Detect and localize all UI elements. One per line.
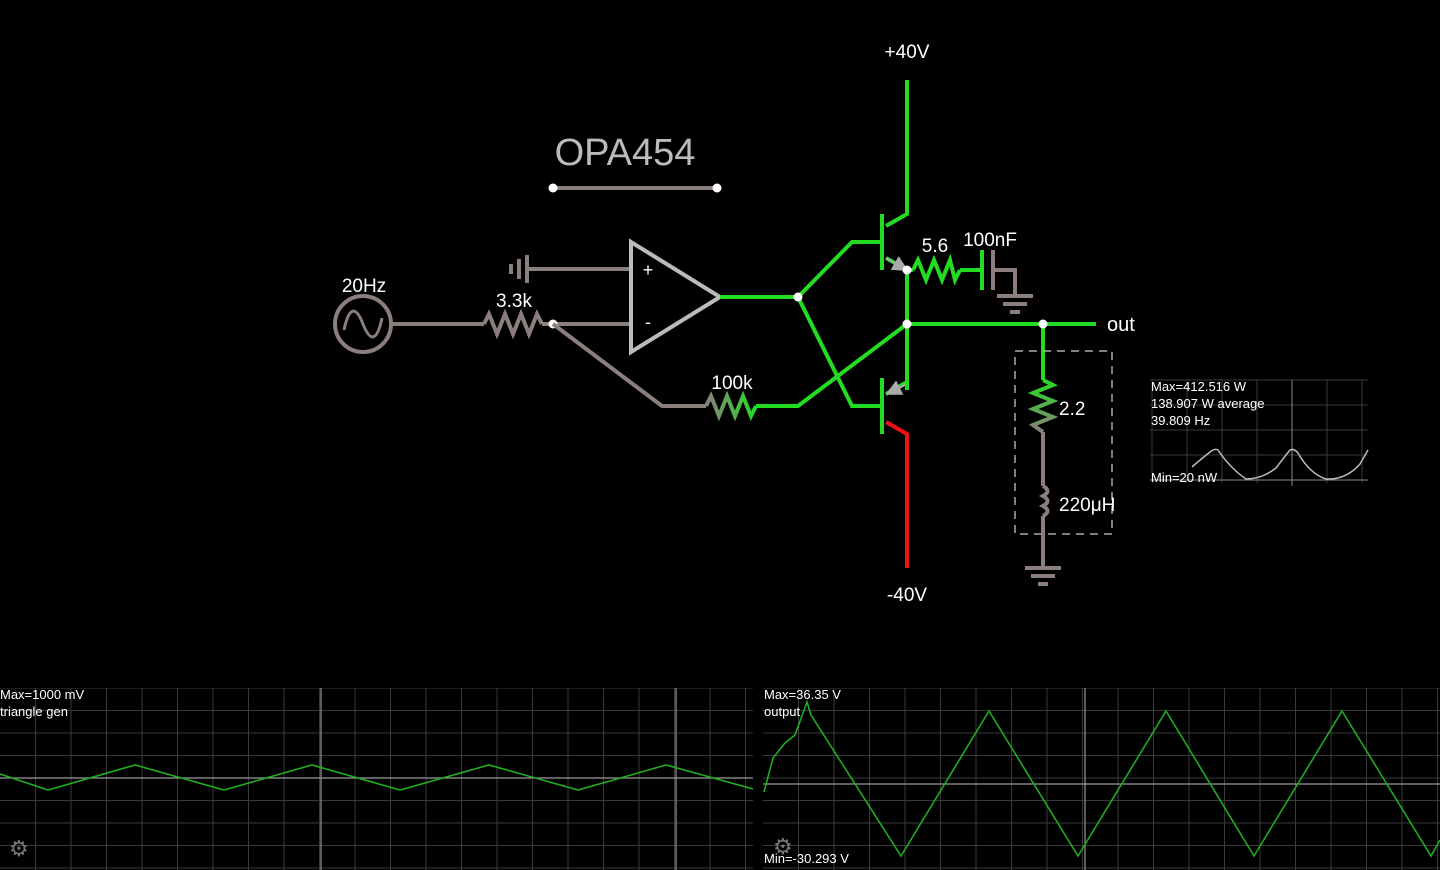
source-frequency-label: 20Hz [342,276,386,297]
speaker-load[interactable]: 2.2 220μH [1014,350,1115,586]
scope-right-max: Max=36.35 V [764,687,841,702]
inductor-load-label: 220μH [1059,495,1115,516]
ground-plus-input[interactable] [509,255,631,283]
scope-right-min: Min=-30.293 V [764,851,849,866]
opamp[interactable]: + - [629,238,724,356]
wire-feedback[interactable] [551,322,706,408]
node-opamp-out[interactable] [793,292,803,302]
power-frequency: 39.809 Hz [1151,413,1211,428]
power-max: Max=412.516 W [1151,379,1247,394]
scope-right-trace [763,699,1440,858]
resistor-input-label: 3.3k [496,291,532,312]
gear-icon[interactable]: ⚙ [773,834,793,859]
live-wires[interactable] [720,80,1096,408]
opamp-title-text: OPA454 [555,132,696,174]
node-output[interactable] [902,319,912,329]
scope-left-max: Max=1000 mV [0,687,85,702]
opamp-title[interactable]: OPA454 [548,132,722,193]
node-emitter[interactable] [902,265,912,275]
scope-triangle-gen[interactable]: Max=1000 mV triangle gen ⚙ [0,687,753,870]
capacitor-snubber[interactable]: 100nF [963,230,1033,314]
scope-right-name: output [764,704,801,719]
resistor-load-label: 2.2 [1059,399,1085,420]
gear-icon[interactable]: ⚙ [9,836,29,861]
power-average: 138.907 W average [1151,396,1265,411]
ac-source[interactable]: 20Hz [333,276,393,354]
resistor-feedback-label: 100k [711,373,753,394]
resistor-emitter[interactable]: 5.6 [911,236,962,286]
scope-output[interactable]: Max=36.35 V output Min=-30.293 V ⚙ [763,687,1440,870]
power-scope[interactable]: Max=412.516 W 138.907 W average 39.809 H… [1150,378,1370,488]
negative-supply-label: -40V [887,585,927,606]
capacitor-label: 100nF [963,230,1017,251]
wire-negative-supply[interactable] [885,420,909,568]
resistor-input[interactable]: 3.3k [482,291,544,340]
resistor-emitter-label: 5.6 [922,236,948,257]
opamp-plus-sign: + [643,260,654,280]
node-load[interactable] [1038,319,1048,329]
scope-left-name: triangle gen [0,704,68,719]
opamp-minus-sign: - [645,312,651,332]
power-min: Min=20 nW [1151,470,1218,485]
positive-supply-label: +40V [885,42,930,63]
output-label: out [1107,314,1135,336]
transistor-pnp[interactable] [880,378,906,434]
scope-left-trace [0,764,753,791]
resistor-feedback[interactable]: 100k [704,373,758,422]
transistor-npn[interactable] [880,214,909,272]
